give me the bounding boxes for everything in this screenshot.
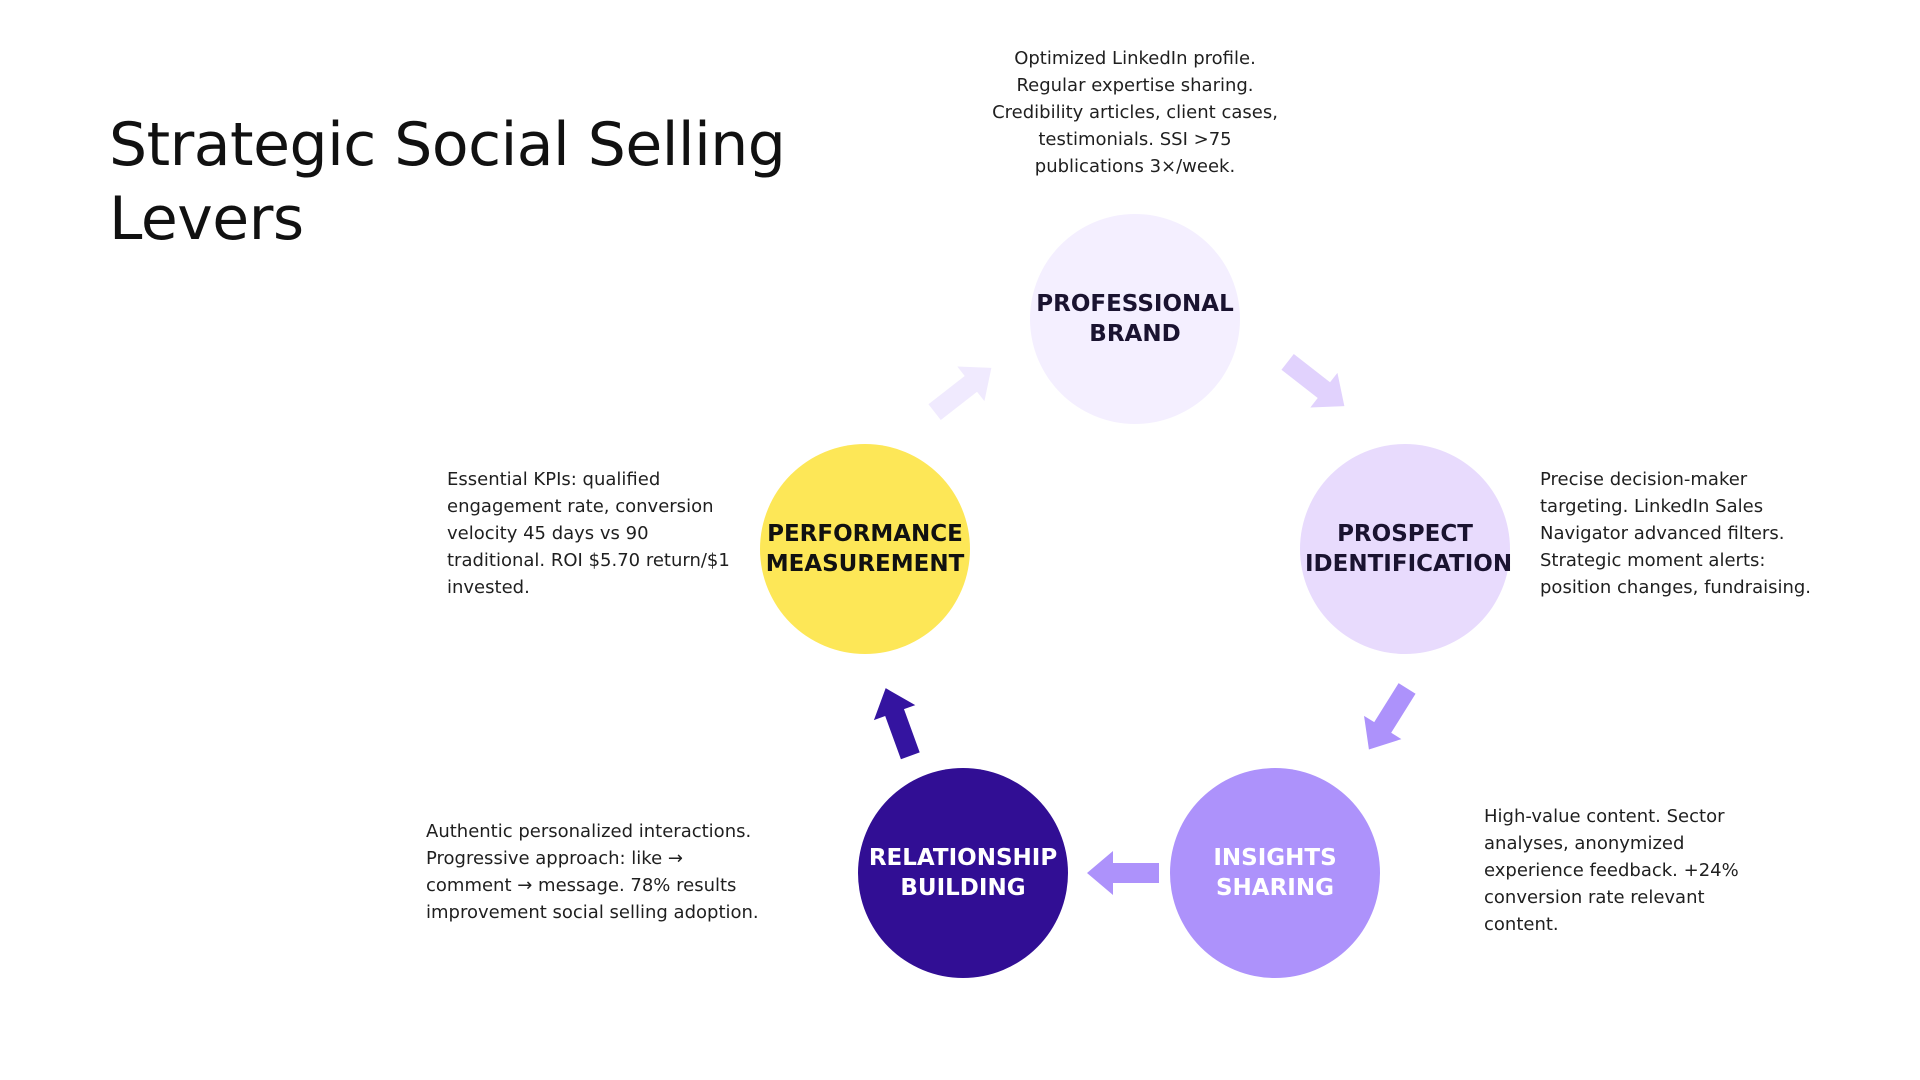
description-professional-brand: Optimized LinkedIn profile. Regular expe… — [992, 48, 1278, 177]
arrow-measurement-to-brand — [928, 366, 992, 421]
arrow-insights-to-relationship — [1087, 851, 1159, 895]
page-title: Strategic Social Selling Levers — [109, 110, 786, 254]
arrow-brand-to-prospect — [1281, 353, 1345, 408]
arrow-relationship-to-measurement — [873, 688, 920, 760]
node-prospect-identification: PROSPECT IDENTIFICATION — [1300, 444, 1513, 654]
description-relationship-building: Authentic personalized interactions. Pro… — [426, 821, 759, 923]
description-prospect-identification: Precise decision-maker targeting. Linked… — [1540, 469, 1812, 598]
node-label: INSIGHTS SHARING — [1213, 845, 1337, 901]
description-performance-measurement: Essential KPIs: qualified engagement rat… — [447, 469, 730, 598]
node-label: PROFESSIONAL BRAND — [1036, 291, 1234, 347]
node-relationship-building: RELATIONSHIP BUILDING — [858, 768, 1068, 978]
node-insights-sharing: INSIGHTS SHARING — [1170, 768, 1380, 978]
arrow-prospect-to-insights — [1364, 683, 1416, 750]
node-label: PERFORMANCE MEASUREMENT — [765, 521, 965, 577]
description-insights-sharing: High-value content. Sector analyses, ano… — [1484, 806, 1739, 935]
node-label: PROSPECT IDENTIFICATION — [1305, 521, 1513, 577]
node-professional-brand: PROFESSIONAL BRAND — [1030, 214, 1240, 424]
node-performance-measurement: PERFORMANCE MEASUREMENT — [760, 444, 970, 654]
node-label: RELATIONSHIP BUILDING — [868, 845, 1058, 901]
